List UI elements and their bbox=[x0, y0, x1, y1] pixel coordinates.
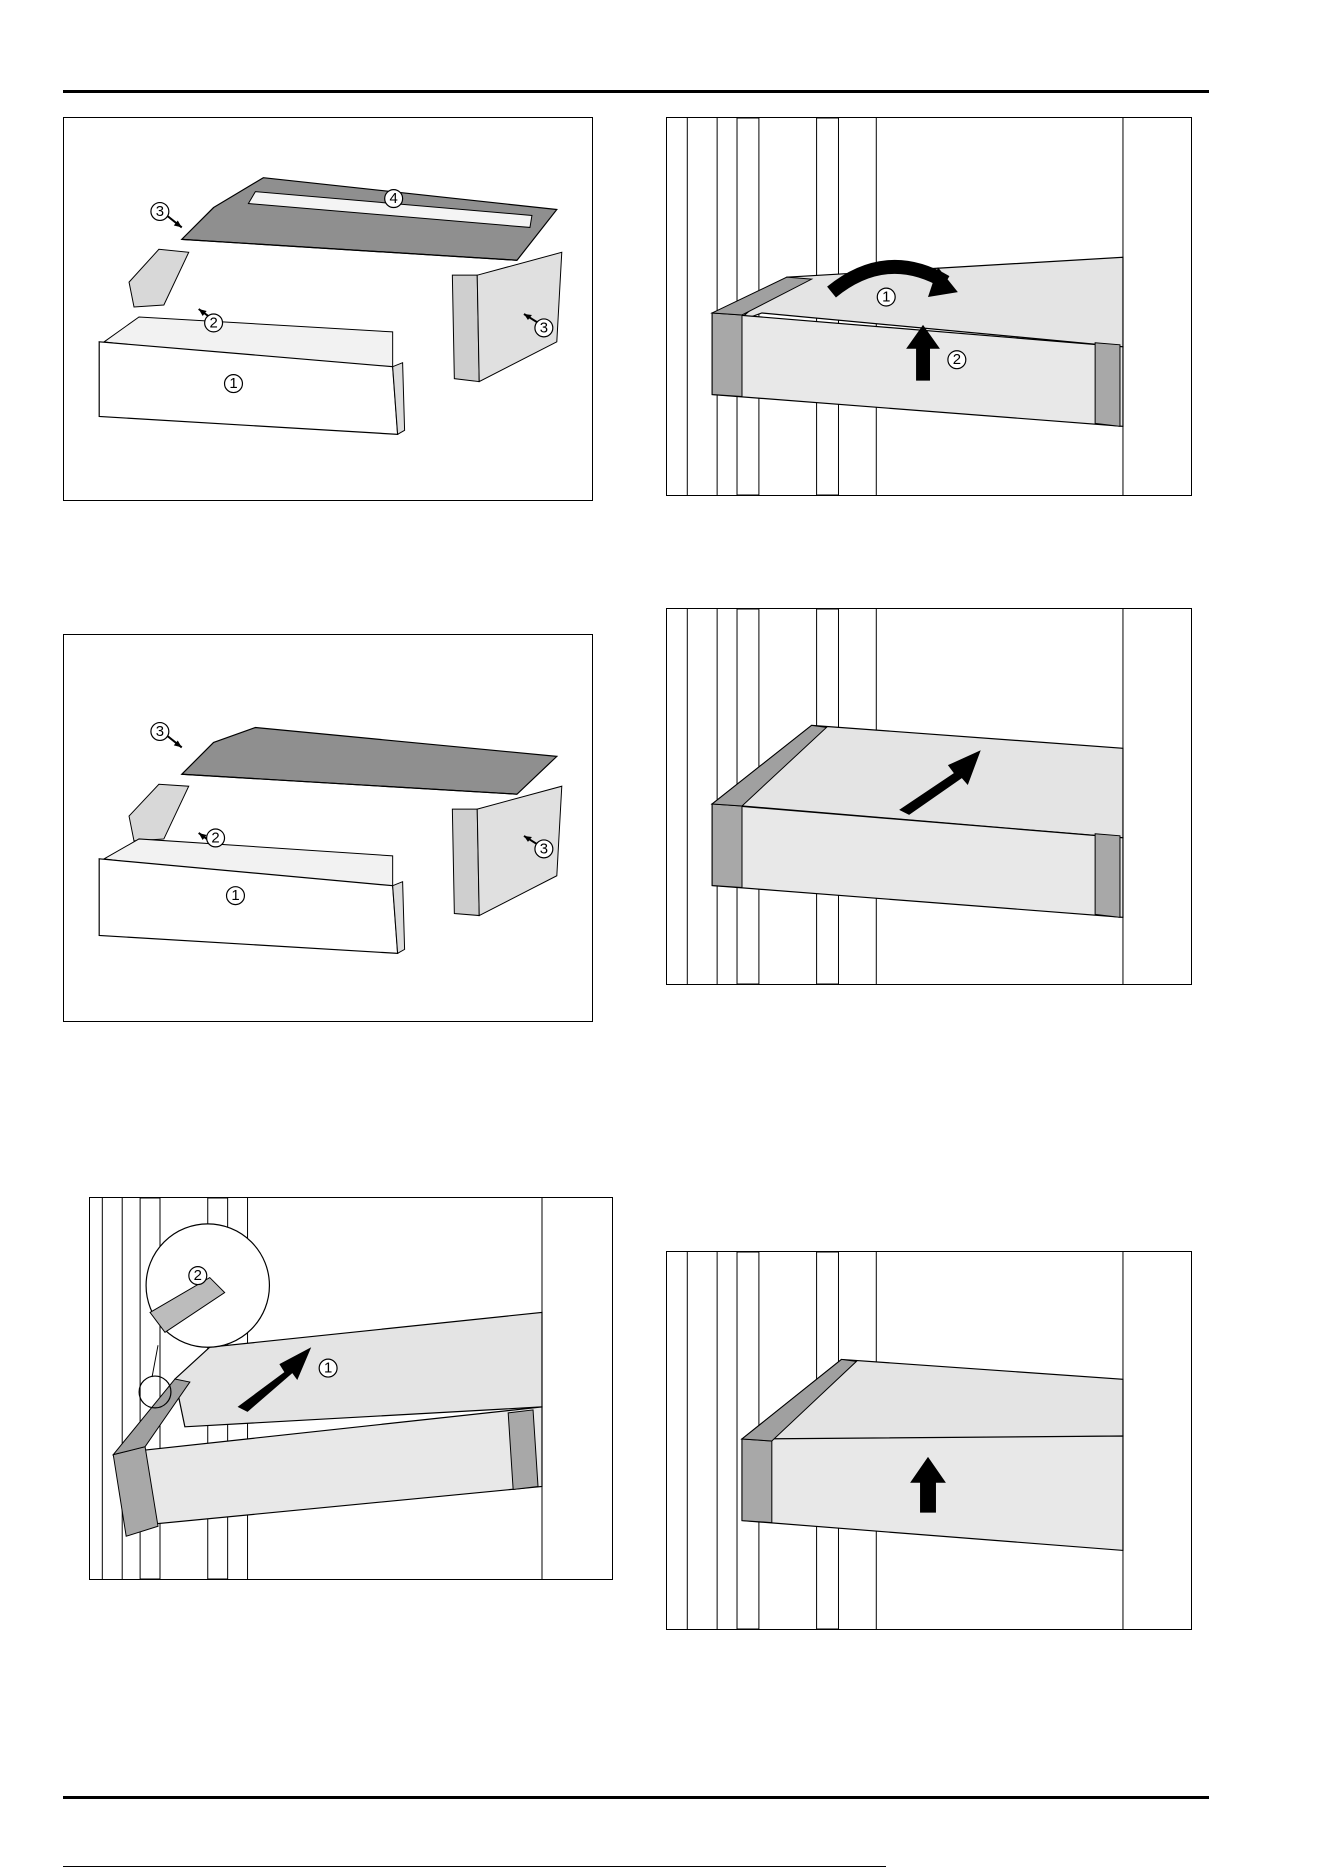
rotate-lift-illustration: 1 2 bbox=[667, 118, 1191, 495]
figure-rotate-lift: 1 2 bbox=[666, 117, 1192, 496]
callout-1: 1 bbox=[225, 375, 243, 393]
drawer-assembly-illustration: 4 3 2 3 1 bbox=[64, 118, 592, 500]
figure-lift-up bbox=[666, 1251, 1192, 1630]
figure-insert-tilted: 2 1 bbox=[89, 1197, 613, 1580]
callout-1: 1 bbox=[319, 1359, 337, 1377]
callout-1: 1 bbox=[227, 887, 245, 905]
callout-2: 2 bbox=[948, 351, 966, 369]
callout-2-label: 2 bbox=[211, 829, 219, 846]
callout-1-label: 1 bbox=[882, 289, 890, 306]
callout-2-label: 2 bbox=[209, 314, 217, 331]
footer-rule bbox=[63, 1796, 1209, 1799]
callout-1-label: 1 bbox=[324, 1360, 332, 1377]
header-rule bbox=[63, 90, 1209, 93]
figure-push-in bbox=[666, 608, 1192, 985]
callout-2: 2 bbox=[207, 829, 225, 847]
callout-3-left: 3 bbox=[151, 203, 169, 221]
callout-3-right-label: 3 bbox=[540, 840, 548, 857]
push-in-illustration bbox=[667, 609, 1191, 984]
callout-3-left-label: 3 bbox=[156, 723, 164, 740]
figure-drawer-assembly-bottom: 3 2 3 1 bbox=[63, 634, 593, 1022]
callout-1-label: 1 bbox=[229, 375, 237, 392]
callout-1: 1 bbox=[877, 288, 895, 306]
figure-drawer-assembly-top: 4 3 2 3 1 bbox=[63, 117, 593, 501]
callout-2: 2 bbox=[205, 314, 223, 332]
callout-2: 2 bbox=[189, 1267, 207, 1285]
lift-up-illustration bbox=[667, 1252, 1191, 1629]
callout-3-right: 3 bbox=[535, 840, 553, 858]
drawer-assembly-illustration-2: 3 2 3 1 bbox=[64, 635, 592, 1021]
callout-4-label: 4 bbox=[390, 190, 398, 207]
callout-3-right: 3 bbox=[535, 319, 553, 337]
callout-3-right-label: 3 bbox=[540, 319, 548, 336]
callout-2-label: 2 bbox=[953, 351, 961, 368]
tilted-insertion-illustration: 2 1 bbox=[90, 1198, 612, 1579]
callout-1-label: 1 bbox=[231, 887, 239, 904]
callout-3-left: 3 bbox=[151, 723, 169, 741]
callout-3-left-label: 3 bbox=[156, 203, 164, 220]
footer-thin-rule bbox=[63, 1866, 886, 1867]
callout-2-label: 2 bbox=[194, 1267, 202, 1284]
callout-4: 4 bbox=[385, 190, 403, 208]
